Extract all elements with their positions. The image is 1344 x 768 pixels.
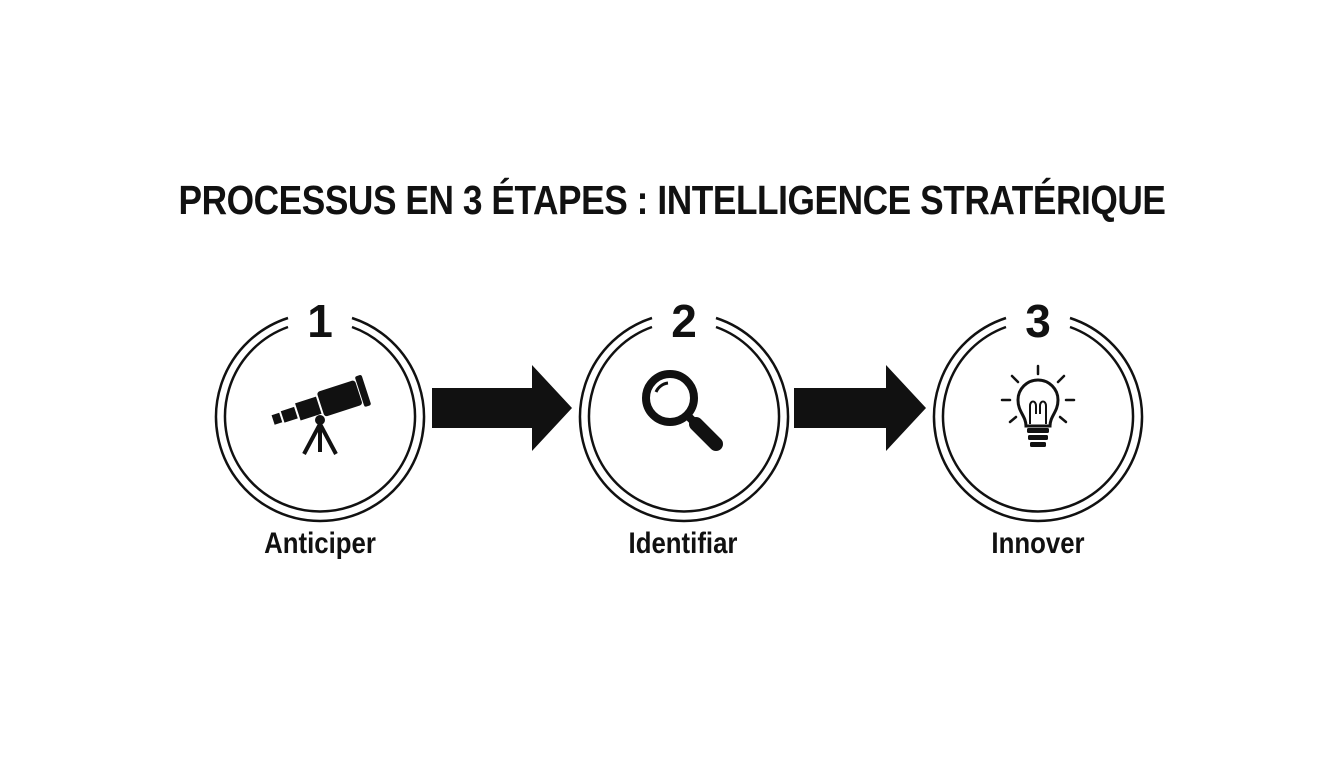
magnifying-glass-icon xyxy=(642,370,723,451)
step-1-label: Anticiper xyxy=(264,527,376,560)
step-2-ring xyxy=(578,316,790,523)
step-3: 3 xyxy=(928,296,1148,534)
arrow-right-icon xyxy=(794,365,926,451)
step-1-number: 1 xyxy=(307,295,333,347)
step-3-number: 3 xyxy=(1025,295,1051,347)
step-2: 2 xyxy=(574,296,794,534)
step-1-ring xyxy=(214,316,426,523)
telescope-icon xyxy=(271,375,371,455)
lightbulb-icon xyxy=(1000,364,1076,447)
step-3-ring xyxy=(932,316,1144,523)
arrow-right-icon xyxy=(432,365,572,451)
step-3-label: Innover xyxy=(991,527,1085,560)
diagram-title: PROCESSUS EN 3 ÉTAPES : INTELLIGENCE STR… xyxy=(178,177,1166,223)
step-1: 1 xyxy=(210,296,430,534)
step-2-label: Identifiar xyxy=(628,527,738,560)
step-2-number: 2 xyxy=(671,295,697,347)
